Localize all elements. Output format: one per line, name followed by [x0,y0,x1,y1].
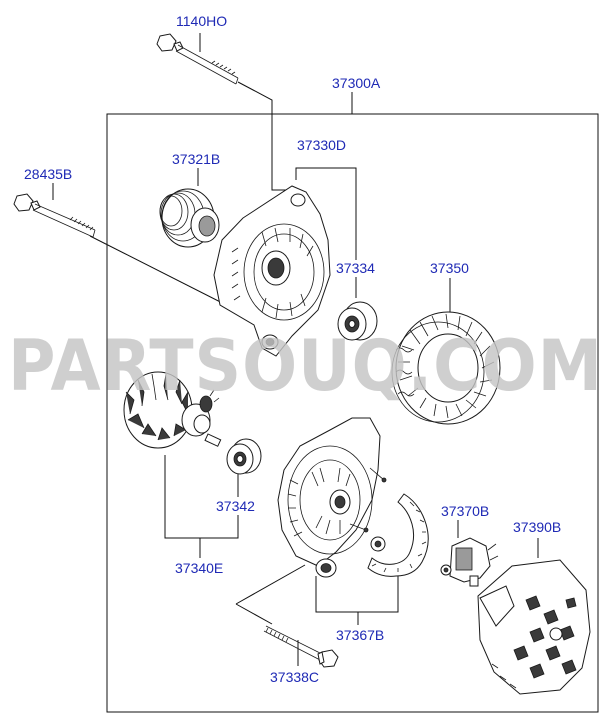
label-front-bracket[interactable]: 37330D [297,137,346,153]
through-bolt-icon [263,625,339,668]
label-bolt-top[interactable]: 1140HO [176,13,227,29]
label-regulator[interactable]: 37370B [441,503,489,519]
label-stator[interactable]: 37350 [430,260,469,276]
label-through-bolt[interactable]: 37338C [270,669,319,685]
label-pulley[interactable]: 37321B [172,151,220,167]
stator-icon [391,311,501,425]
watermark: PARTSOUQ.COM [8,325,603,407]
rotor-icon [123,371,222,449]
rectifier-icon [367,493,429,577]
long-bolt-icon [156,33,239,85]
bearing-icon [226,438,262,475]
label-rear-bearing[interactable]: 37342 [216,498,255,514]
label-assembly[interactable]: 37300A [332,75,381,91]
label-front-bearing[interactable]: 37334 [336,260,375,276]
front-bracket-icon [213,185,331,357]
part-number-labels: 1140HO 37300A 28435B 37321B 37330D 37334… [24,13,561,685]
pulley-icon [159,188,220,248]
label-rectifier[interactable]: 37367B [336,627,384,643]
rear-cover-icon [477,559,591,695]
label-rotor[interactable]: 37340E [175,560,223,576]
rear-bracket-icon [277,417,387,578]
label-bolt-left[interactable]: 28435B [24,166,72,182]
long-bolt-icon [13,193,96,238]
label-rear-cover[interactable]: 37390B [513,519,561,535]
regulator-icon [440,537,499,587]
bearing-icon [337,301,378,341]
